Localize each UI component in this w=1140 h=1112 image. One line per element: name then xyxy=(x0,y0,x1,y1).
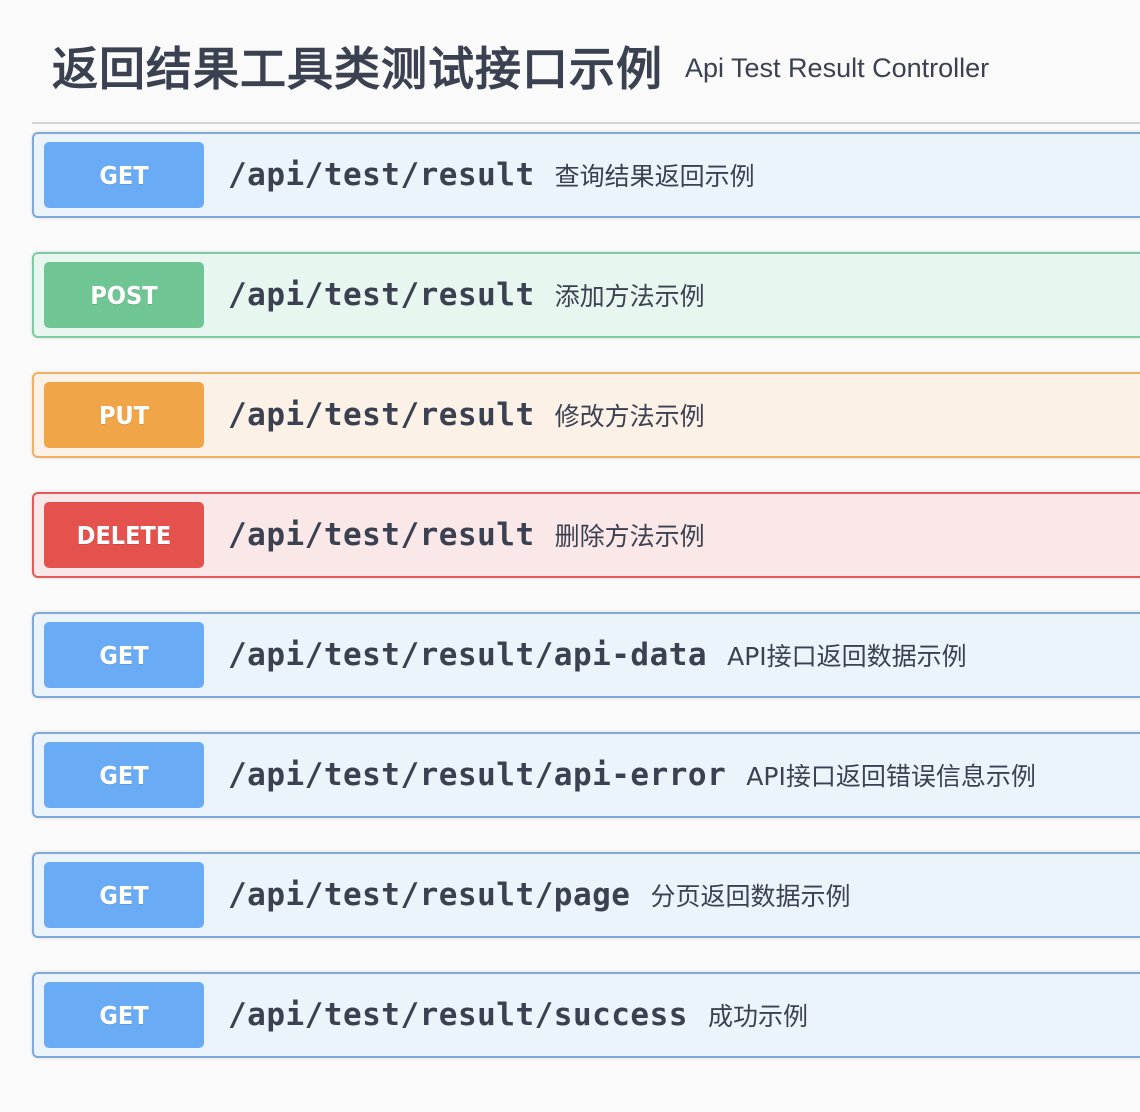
method-badge-delete: DELETE xyxy=(44,502,204,568)
operation-path: /api/test/result xyxy=(228,397,535,433)
operation-summary: API接口返回错误信息示例 xyxy=(746,762,1036,791)
operation-path: /api/test/result xyxy=(228,157,535,193)
method-badge-get: GET xyxy=(44,862,204,928)
method-badge-get: GET xyxy=(44,742,204,808)
operations-list: GET /api/test/result 查询结果返回示例 POST /api/… xyxy=(32,132,1140,1092)
operation-put-result[interactable]: PUT /api/test/result 修改方法示例 xyxy=(32,372,1140,458)
operation-summary: 分页返回数据示例 xyxy=(650,882,851,911)
operation-get-api-error[interactable]: GET /api/test/result/api-error API接口返回错误… xyxy=(32,732,1140,818)
operation-summary: 修改方法示例 xyxy=(554,402,705,431)
operation-path: /api/test/result xyxy=(228,277,535,313)
operation-post-result[interactable]: POST /api/test/result 添加方法示例 xyxy=(32,252,1140,338)
operation-path: /api/test/result/api-data xyxy=(228,637,708,673)
operation-get-success[interactable]: GET /api/test/result/success 成功示例 xyxy=(32,972,1140,1058)
operation-path: /api/test/result/api-error xyxy=(228,757,727,793)
operation-path: /api/test/result xyxy=(228,517,535,553)
operation-summary: 成功示例 xyxy=(707,1002,808,1031)
method-badge-put: PUT xyxy=(44,382,204,448)
operation-summary: API接口返回数据示例 xyxy=(727,642,967,671)
operation-path: /api/test/result/success xyxy=(228,997,688,1033)
operation-summary: 添加方法示例 xyxy=(554,282,705,311)
operation-summary: 查询结果返回示例 xyxy=(554,162,755,191)
method-badge-get: GET xyxy=(44,142,204,208)
method-badge-get: GET xyxy=(44,982,204,1048)
controller-subtitle: Api Test Result Controller xyxy=(685,52,990,83)
controller-title: 返回结果工具类测试接口示例 xyxy=(52,42,663,96)
operation-delete-result[interactable]: DELETE /api/test/result 删除方法示例 xyxy=(32,492,1140,578)
operation-path: /api/test/result/page xyxy=(228,877,631,913)
operation-summary: 删除方法示例 xyxy=(554,522,705,551)
method-badge-get: GET xyxy=(44,622,204,688)
operation-get-api-data[interactable]: GET /api/test/result/api-data API接口返回数据示… xyxy=(32,612,1140,698)
operation-get-page[interactable]: GET /api/test/result/page 分页返回数据示例 xyxy=(32,852,1140,938)
method-badge-post: POST xyxy=(44,262,204,328)
controller-section-header[interactable]: 返回结果工具类测试接口示例 Api Test Result Controller xyxy=(32,0,1140,124)
operation-get-result[interactable]: GET /api/test/result 查询结果返回示例 xyxy=(32,132,1140,218)
